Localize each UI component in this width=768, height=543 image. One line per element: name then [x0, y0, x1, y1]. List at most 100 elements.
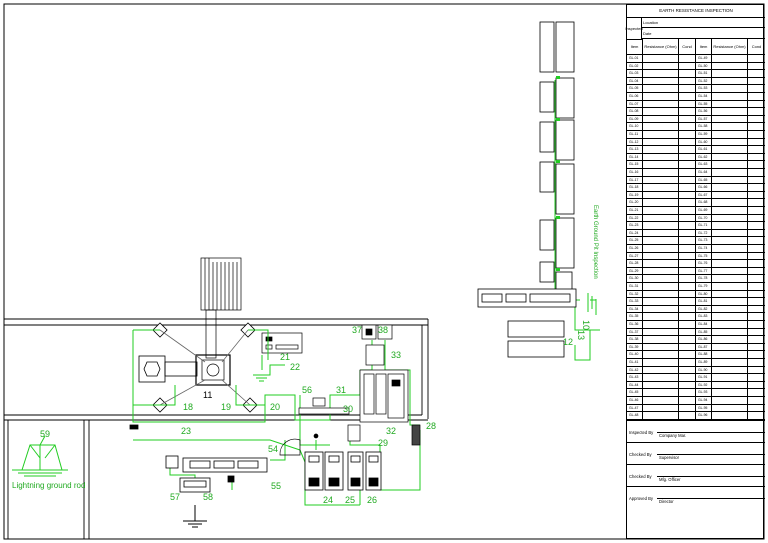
- row-cell: [712, 283, 748, 291]
- label-37: 37: [352, 325, 362, 335]
- row-cell: [643, 77, 679, 86]
- row-cell: [643, 290, 679, 299]
- row-cell: [643, 267, 679, 276]
- row-cell: [712, 161, 748, 169]
- row-cell: [748, 382, 765, 390]
- row-cell: [643, 313, 679, 321]
- row-cell: [643, 123, 679, 131]
- row-cell: [712, 55, 748, 63]
- label-56: 56: [302, 385, 312, 395]
- row-cell: [712, 397, 748, 405]
- label-19: 19: [221, 402, 231, 412]
- bench-unit: [129, 424, 268, 493]
- label-54: 54: [268, 444, 278, 454]
- row-cell: [712, 169, 748, 177]
- row-cell: [748, 78, 765, 86]
- row-item-left: GL-30: [627, 275, 643, 283]
- row-cell: [748, 412, 765, 420]
- label-33: 33: [391, 350, 401, 360]
- drawing-border: [3, 3, 765, 540]
- col-item-right: Item: [696, 39, 712, 55]
- row-cell: [748, 237, 765, 245]
- row-cell: [712, 123, 748, 131]
- row-cell: [679, 184, 696, 192]
- row-item-left: GL-32: [627, 290, 643, 299]
- row-item-left: GL-01: [627, 55, 643, 63]
- row-cell: [712, 321, 748, 329]
- row-cell: [748, 123, 765, 131]
- row-cell: [748, 397, 765, 405]
- row-cell: [679, 176, 696, 185]
- row-cell: [679, 336, 696, 344]
- row-item-right: GL-90: [696, 366, 712, 375]
- col-cond-left: Cond: [679, 39, 696, 55]
- label-29: 29: [378, 438, 388, 448]
- row-cell: [679, 328, 696, 337]
- col-item-left: Item: [627, 39, 643, 55]
- row-item-left: GL-33: [627, 298, 643, 306]
- signature-name: Company Mar.: [657, 431, 765, 443]
- row-item-right: GL-72: [696, 229, 712, 238]
- row-item-left: GL-22: [627, 214, 643, 223]
- row-item-left: GL-13: [627, 146, 643, 154]
- row-cell: [643, 138, 679, 147]
- row-cell: [643, 184, 679, 192]
- row-cell: [748, 116, 765, 124]
- row-cell: [679, 412, 696, 420]
- row-cell: [679, 207, 696, 215]
- row-cell: [748, 329, 765, 337]
- row-item-left: GL-46: [627, 397, 643, 405]
- row-item-right: GL-68: [696, 199, 712, 207]
- row-item-left: GL-23: [627, 222, 643, 230]
- label-18: 18: [183, 402, 193, 412]
- row-cell: [712, 100, 748, 109]
- row-cell: [643, 85, 679, 93]
- row-item-right: GL-86: [696, 336, 712, 344]
- row-cell: [712, 237, 748, 245]
- row-cell: [643, 283, 679, 291]
- row-cell: [712, 214, 748, 223]
- row-cell: [748, 260, 765, 268]
- row-item-right: GL-79: [696, 283, 712, 291]
- row-cell: [679, 389, 696, 397]
- row-item-left: GL-37: [627, 328, 643, 337]
- row-cell: [643, 305, 679, 314]
- row-cell: [748, 374, 765, 382]
- row-cell: [712, 260, 748, 268]
- row-item-right: GL-62: [696, 153, 712, 162]
- row-cell: [679, 283, 696, 291]
- row-cell: [679, 146, 696, 154]
- label-55: 55: [271, 481, 281, 491]
- row-cell: [643, 321, 679, 329]
- row-cell: [748, 139, 765, 147]
- cabinets-32-33: [347, 324, 421, 446]
- row-cell: [712, 351, 748, 359]
- row-cell: [679, 260, 696, 268]
- row-cell: [679, 245, 696, 253]
- row-cell: [748, 344, 765, 352]
- row-cell: [748, 268, 765, 276]
- row-cell: [748, 405, 765, 413]
- row-item-right: GL-77: [696, 267, 712, 276]
- row-cell: [643, 169, 679, 177]
- row-cell: [748, 275, 765, 283]
- row-item-right: GL-50: [696, 62, 712, 71]
- row-cell: [748, 313, 765, 321]
- row-item-left: GL-28: [627, 260, 643, 268]
- row-item-right: GL-85: [696, 328, 712, 337]
- row-cell: [679, 85, 696, 93]
- row-cell: [712, 85, 748, 93]
- row-cell: [712, 343, 748, 352]
- row-cell: [643, 381, 679, 390]
- row-cell: [643, 161, 679, 169]
- location-label: Location: [641, 17, 765, 28]
- row-cell: [643, 108, 679, 116]
- row-cell: [712, 70, 748, 78]
- label-22: 22: [290, 362, 300, 372]
- row-item-right: GL-81: [696, 298, 712, 306]
- row-item-right: GL-67: [696, 191, 712, 200]
- row-cell: [679, 138, 696, 147]
- row-cell: [748, 131, 765, 139]
- row-cell: [712, 328, 748, 337]
- row-cell: [748, 306, 765, 314]
